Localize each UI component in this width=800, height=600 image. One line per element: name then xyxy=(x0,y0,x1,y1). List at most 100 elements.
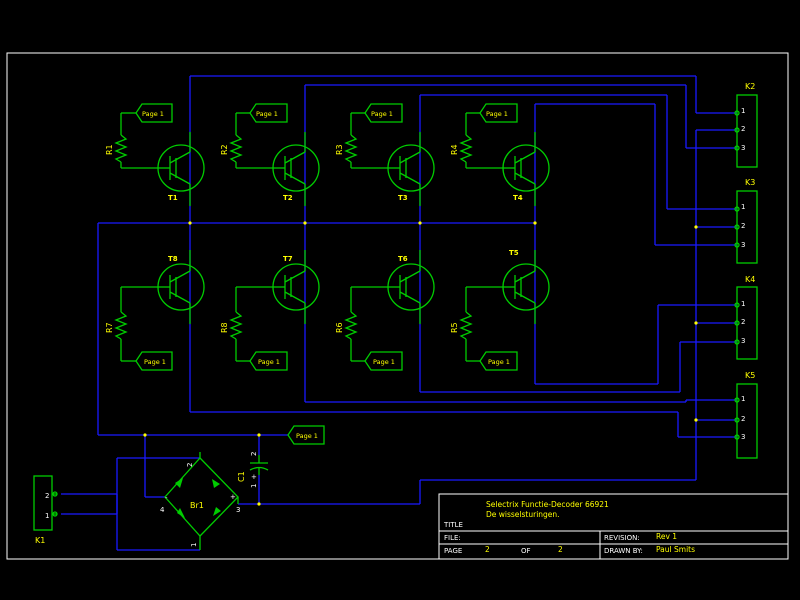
of-value: 2 xyxy=(558,545,563,554)
label-t5: T5 xyxy=(509,249,519,257)
transistor-t7 xyxy=(272,250,320,324)
svg-text:1: 1 xyxy=(190,543,198,547)
svg-text:Page 1: Page 1 xyxy=(296,432,318,440)
page-tags: Page 1 Page 1 Page 1 Page 1 Page 1 Page … xyxy=(135,103,518,445)
drawing-border xyxy=(6,52,789,560)
resistor-r2 xyxy=(229,112,273,169)
connector-k5: K5 1 2 3 xyxy=(734,371,758,459)
label-t3: T3 xyxy=(398,194,408,202)
resistor-r4 xyxy=(459,112,503,169)
page-tag-r6[interactable]: Page 1 xyxy=(364,351,403,371)
page-tag-r2[interactable]: Page 1 xyxy=(249,103,288,123)
svg-text:Page 1: Page 1 xyxy=(144,358,166,366)
resistor-r1 xyxy=(114,112,158,169)
svg-text:2: 2 xyxy=(741,415,745,423)
title-label: TITLE xyxy=(443,521,463,529)
transistor-row-bottom xyxy=(114,250,550,362)
label-r6: R6 xyxy=(335,322,344,333)
page-tag-r3[interactable]: Page 1 xyxy=(364,103,403,123)
svg-text:3: 3 xyxy=(741,144,745,152)
resistor-r8 xyxy=(229,286,273,362)
svg-text:Page 1: Page 1 xyxy=(488,358,510,366)
page-tag-supply[interactable]: Page 1 xyxy=(287,425,325,445)
title-line-1: Selectrix Functie-Decoder 66921 xyxy=(486,500,609,509)
of-label: OF xyxy=(521,547,531,555)
page-tag-r5[interactable]: Page 1 xyxy=(479,351,518,371)
svg-text:2: 2 xyxy=(186,463,194,467)
svg-text:1: 1 xyxy=(741,107,745,115)
resistor-r6 xyxy=(344,286,388,362)
transistor-t1 xyxy=(157,132,205,206)
svg-text:4: 4 xyxy=(160,506,165,514)
label-r2: R2 xyxy=(220,144,229,155)
transistor-t8 xyxy=(157,250,205,324)
revision-label: REVISION: xyxy=(604,534,640,542)
svg-text:Page 1: Page 1 xyxy=(373,358,395,366)
svg-text:K5: K5 xyxy=(745,371,755,380)
label-r4: R4 xyxy=(450,144,459,155)
label-r7: R7 xyxy=(105,322,114,333)
svg-text:K3: K3 xyxy=(745,178,755,187)
svg-text:C1: C1 xyxy=(237,471,246,482)
connector-k1: K1 2 1 xyxy=(33,475,58,545)
title-line-2: De wisselsturingen. xyxy=(486,510,560,519)
svg-text:3: 3 xyxy=(741,433,745,441)
capacitor-c1: C1 2 1 + xyxy=(237,452,269,488)
page-tag-r7[interactable]: Page 1 xyxy=(135,351,173,371)
svg-text:3: 3 xyxy=(741,337,745,345)
svg-text:3: 3 xyxy=(741,241,745,249)
svg-text:Br1: Br1 xyxy=(190,501,204,510)
label-r1: R1 xyxy=(105,144,114,155)
transistor-t6 xyxy=(387,250,435,324)
file-label: FILE: xyxy=(444,534,461,542)
svg-text:+: + xyxy=(230,493,236,501)
svg-text:3: 3 xyxy=(236,506,240,514)
title-block: Selectrix Functie-Decoder 66921 De wisse… xyxy=(438,493,789,560)
connector-k4: K4 1 2 3 xyxy=(734,275,758,360)
label-t2: T2 xyxy=(283,194,293,202)
bridge-rectifier-br1: Br1 2 4 3 1 + - xyxy=(160,452,240,550)
label-r3: R3 xyxy=(335,144,344,155)
svg-text:1: 1 xyxy=(250,484,258,488)
label-t1: T1 xyxy=(168,194,178,202)
svg-text:1: 1 xyxy=(741,203,745,211)
resistor-r7 xyxy=(114,286,158,362)
svg-text:Page 1: Page 1 xyxy=(142,110,164,118)
page-label: PAGE xyxy=(444,547,462,555)
svg-text:1: 1 xyxy=(45,512,49,520)
svg-text:2: 2 xyxy=(741,125,745,133)
svg-text:1: 1 xyxy=(741,300,745,308)
page-value: 2 xyxy=(485,545,490,554)
svg-text:+: + xyxy=(251,473,257,481)
svg-text:1: 1 xyxy=(741,395,745,403)
resistor-r3 xyxy=(344,112,388,169)
label-t8: T8 xyxy=(168,255,178,263)
transistor-t5 xyxy=(502,250,550,324)
component-labels: T1 T2 T3 T4 T8 T7 T6 T5 R1 R2 R3 R4 R7 R… xyxy=(105,144,523,333)
page-tag-r1[interactable]: Page 1 xyxy=(135,103,173,123)
label-t6: T6 xyxy=(398,255,408,263)
label-t7: T7 xyxy=(283,255,293,263)
page-tag-r8[interactable]: Page 1 xyxy=(249,351,288,371)
svg-text:K2: K2 xyxy=(745,82,755,91)
resistor-r5 xyxy=(459,286,503,362)
svg-text:Page 1: Page 1 xyxy=(371,110,393,118)
svg-text:2: 2 xyxy=(741,222,745,230)
svg-text:Page 1: Page 1 xyxy=(486,110,508,118)
drawn-by-label: DRAWN BY: xyxy=(604,547,643,555)
svg-text:2: 2 xyxy=(741,318,745,326)
svg-text:-: - xyxy=(165,494,168,502)
transistor-row-top xyxy=(114,112,550,206)
transistor-t2 xyxy=(272,132,320,206)
label-t4: T4 xyxy=(513,194,523,202)
page-tag-r4[interactable]: Page 1 xyxy=(479,103,518,123)
label-r5: R5 xyxy=(450,322,459,333)
svg-text:Page 1: Page 1 xyxy=(256,110,278,118)
revision-value: Rev 1 xyxy=(656,532,677,541)
svg-text:2: 2 xyxy=(250,452,258,456)
svg-text:K4: K4 xyxy=(745,275,755,284)
drawn-by-value: Paul Smits xyxy=(656,545,695,554)
svg-text:K1: K1 xyxy=(35,536,45,545)
label-r8: R8 xyxy=(220,322,229,333)
